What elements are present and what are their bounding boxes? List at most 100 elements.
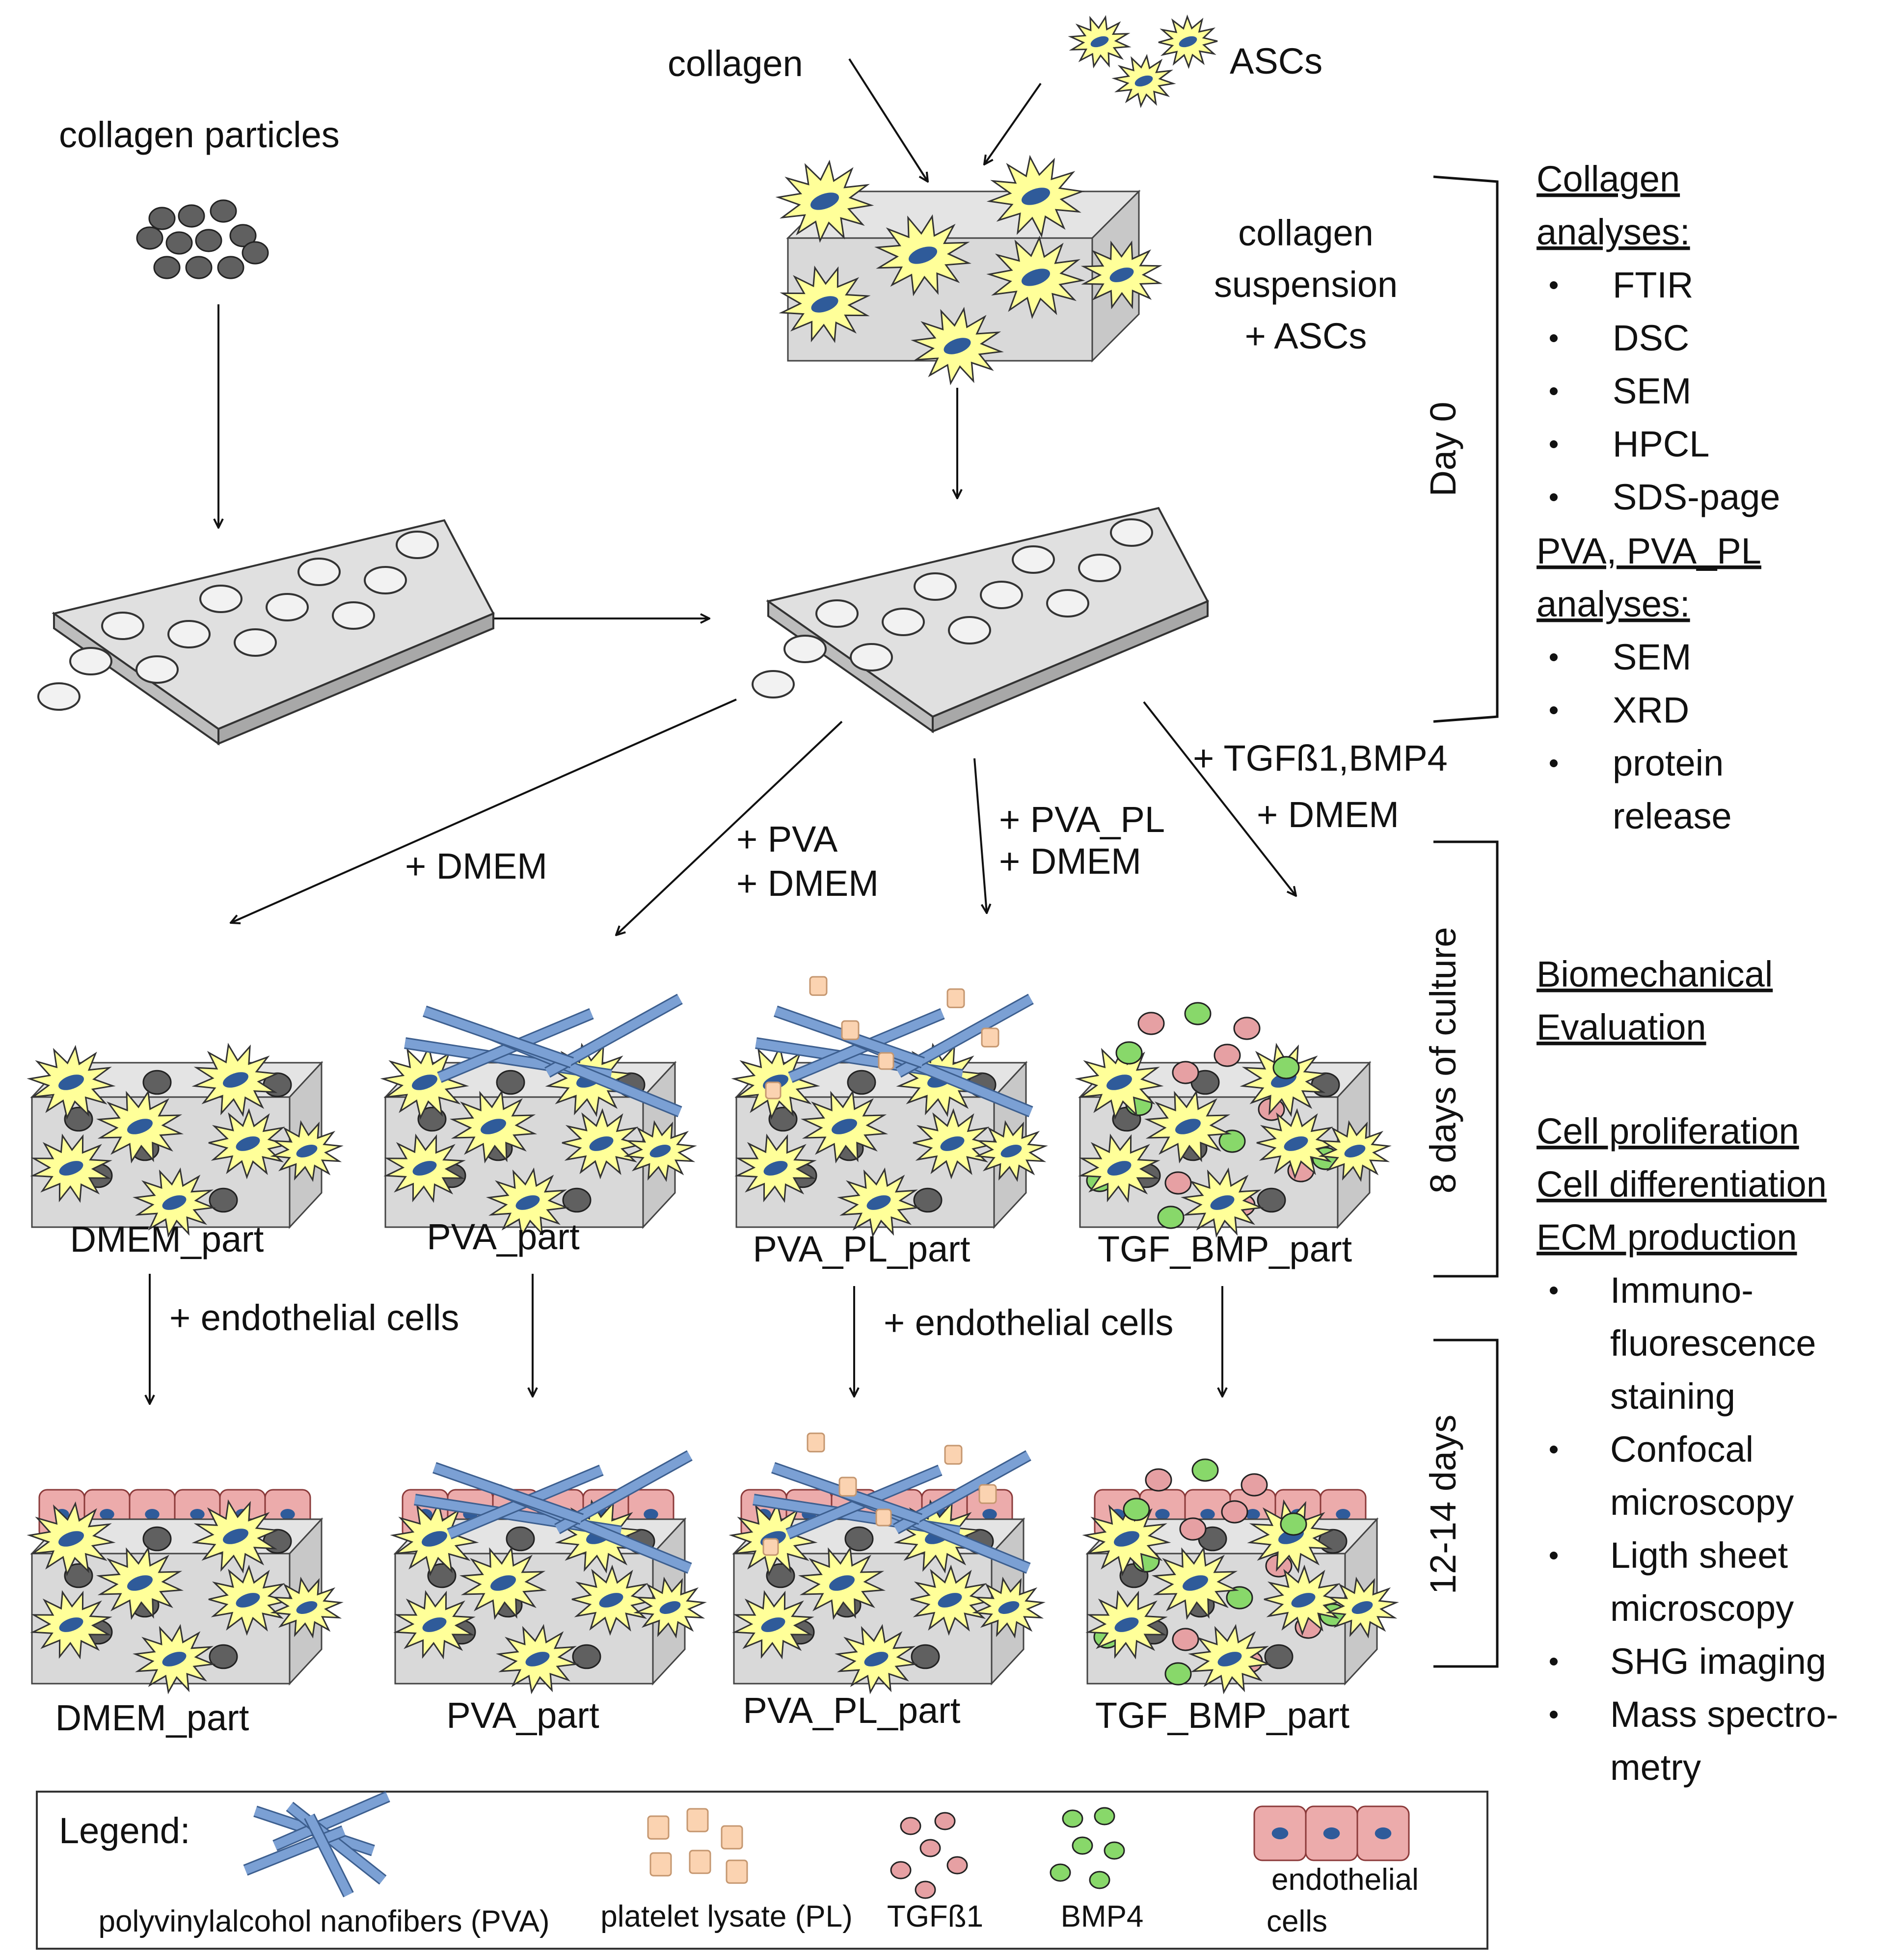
legend-tgfb1-particle bbox=[934, 1812, 956, 1830]
asc-cell bbox=[208, 1108, 288, 1180]
plate-well bbox=[850, 643, 893, 671]
asc-nucleus bbox=[236, 1136, 260, 1151]
bullet-point bbox=[1550, 1711, 1558, 1718]
plate-well bbox=[882, 608, 925, 636]
platelet-lysate-particle bbox=[807, 1432, 825, 1452]
collagen-analysis-item: FTIR bbox=[1613, 265, 1693, 305]
asc-nucleus bbox=[589, 1136, 614, 1151]
legend-tgfb1-particle bbox=[946, 1856, 968, 1875]
asc-cell bbox=[485, 1167, 570, 1238]
asc-nucleus bbox=[864, 1652, 889, 1666]
collagen-particle bbox=[427, 1563, 457, 1588]
asc-nucleus bbox=[162, 1195, 187, 1210]
asc-nucleus bbox=[223, 1072, 248, 1088]
legend-tgfb1-particle bbox=[915, 1880, 936, 1899]
asc-cell bbox=[734, 1133, 817, 1203]
collagen-particle bbox=[217, 256, 244, 279]
asc-nucleus bbox=[998, 1601, 1020, 1614]
add-endothelial-label-1: + endothelial cells bbox=[169, 1297, 459, 1338]
collagen-particle bbox=[136, 226, 163, 250]
asc-cell bbox=[874, 214, 971, 296]
construct-tgf bbox=[1075, 1002, 1392, 1238]
ascs-label: ASCs bbox=[1230, 41, 1322, 81]
asc-cell bbox=[1111, 54, 1176, 108]
bullet-point bbox=[1550, 281, 1558, 289]
endothelial-nucleus bbox=[1271, 1827, 1289, 1840]
bullet-point bbox=[1550, 759, 1558, 767]
plate-well bbox=[1012, 545, 1055, 574]
construct-dmem bbox=[27, 1043, 344, 1238]
collagen-particle bbox=[210, 199, 237, 223]
asc-nucleus bbox=[127, 1575, 153, 1591]
asc-cell bbox=[449, 1089, 538, 1164]
asc-nucleus bbox=[236, 1593, 260, 1608]
platelet-lysate-particle bbox=[944, 1445, 963, 1465]
endothelial-nucleus bbox=[1375, 1827, 1392, 1840]
asc-cell bbox=[191, 1499, 280, 1574]
asc-nucleus bbox=[763, 1161, 788, 1176]
asc-nucleus bbox=[223, 1529, 248, 1544]
collagen-particle bbox=[496, 1070, 525, 1095]
collagen-particle bbox=[913, 1187, 943, 1213]
collagen-particle bbox=[148, 207, 176, 230]
asc-cell bbox=[986, 155, 1085, 238]
platelet-lysate-particle bbox=[841, 1020, 860, 1040]
group-label-tgf-bmp-part-day14: TGF_BMP_part bbox=[1095, 1695, 1350, 1736]
platelet-lysate-particle bbox=[721, 1825, 743, 1850]
asc-cell bbox=[911, 306, 1004, 386]
collagen-particle bbox=[1257, 1187, 1286, 1213]
plate-well bbox=[37, 682, 81, 711]
plate-well bbox=[752, 670, 795, 698]
legend-pl-label: platelet lysate (PL) bbox=[600, 1900, 852, 1933]
construct-pl bbox=[728, 1432, 1046, 1694]
phase-day0: Day 0 bbox=[1423, 402, 1463, 496]
asc-nucleus bbox=[58, 1531, 84, 1547]
asc-nucleus bbox=[1107, 1161, 1132, 1176]
day14-constructs-row bbox=[27, 1432, 1399, 1694]
asc-cell bbox=[1075, 1045, 1164, 1120]
asc-cell bbox=[836, 1167, 921, 1238]
asc-cell bbox=[132, 1167, 216, 1238]
plate-front-right bbox=[932, 599, 1209, 733]
asc-nucleus bbox=[1109, 268, 1134, 282]
asc-cell bbox=[208, 1564, 288, 1636]
legend-bmp4-particle bbox=[1072, 1836, 1093, 1855]
plate-well bbox=[332, 601, 375, 630]
legend-bmp4-particle bbox=[1062, 1809, 1083, 1828]
phase-brackets bbox=[1433, 175, 1499, 1668]
bullet-point bbox=[1550, 1658, 1558, 1665]
ascs-cells-icon bbox=[1068, 14, 1218, 108]
asc-nucleus bbox=[938, 1593, 962, 1608]
asc-cell bbox=[27, 1501, 116, 1577]
tgfb1-particle bbox=[1241, 1473, 1268, 1497]
legend-bmp4-particle bbox=[1104, 1841, 1125, 1860]
asc-nucleus bbox=[944, 338, 971, 354]
bullet-point bbox=[1550, 1552, 1558, 1559]
asc-nucleus bbox=[162, 1652, 187, 1666]
bmp4-particle bbox=[1191, 1458, 1219, 1482]
plate-well bbox=[1078, 554, 1121, 582]
asc-nucleus bbox=[1114, 1617, 1139, 1632]
plate-well bbox=[1046, 589, 1089, 618]
construct-tgf bbox=[1082, 1458, 1399, 1694]
tgfb1-particle bbox=[1214, 1044, 1241, 1067]
endothelial-nucleus bbox=[1323, 1827, 1340, 1840]
asc-nucleus bbox=[599, 1593, 623, 1608]
asc-cell bbox=[1085, 1590, 1168, 1660]
pva-fiber bbox=[243, 1826, 346, 1875]
asc-cell bbox=[732, 1590, 814, 1660]
pva-fiber bbox=[433, 1463, 583, 1524]
plate-well bbox=[297, 558, 341, 586]
collagen-particle bbox=[209, 1187, 238, 1213]
add-tgf-label-line2: + DMEM bbox=[1257, 794, 1399, 835]
collagen-suspension-block bbox=[775, 155, 1163, 386]
asc-nucleus bbox=[761, 1617, 785, 1632]
suspension-label-line3: + ASCs bbox=[1245, 316, 1367, 356]
platelet-lysate-particle bbox=[978, 1484, 997, 1504]
add-dmem-label: + DMEM bbox=[405, 846, 547, 886]
asc-nucleus bbox=[1021, 268, 1051, 286]
platelet-lysate-particle bbox=[689, 1850, 711, 1874]
asc-nucleus bbox=[810, 192, 839, 210]
pva-fiber bbox=[273, 1792, 390, 1850]
legend-endothelial-label-line2: cells bbox=[1267, 1905, 1327, 1938]
